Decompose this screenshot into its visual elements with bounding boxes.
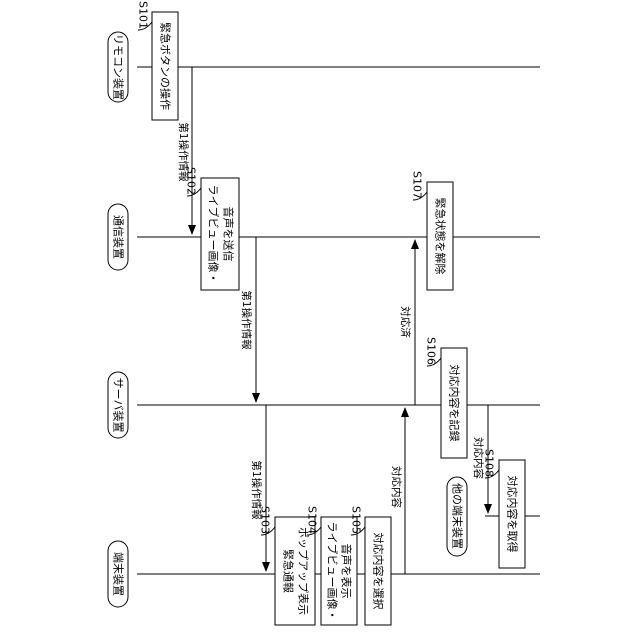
entity-label-server: サーバ装置: [112, 378, 125, 433]
entity-label-remote: リモコン装置: [112, 34, 125, 100]
entity-label-comm: 通信装置: [112, 215, 125, 259]
step-text-s105: 対応内容を選択: [372, 533, 386, 610]
step-s107: 緊急状態を解除 S107: [411, 171, 454, 290]
entity-server: サーバ装置: [108, 372, 128, 438]
step-text-s106: 対応内容を記録: [448, 365, 462, 442]
entity-terminal: 端末装置: [108, 541, 128, 607]
step-s106: 対応内容を記録 S106: [425, 337, 468, 458]
entity-other: 他の端末装置: [447, 477, 467, 556]
step-text-s108: 対応内容を取得: [506, 476, 520, 553]
step-id-s102: S102: [185, 167, 198, 195]
message-label-m2: 第1操作情報: [240, 290, 253, 350]
entity-label-terminal: 端末装置: [112, 552, 126, 596]
step-id-s105: S105: [350, 506, 363, 534]
message-label-m5: 対応済: [399, 306, 412, 338]
entity-comm: 通信装置: [108, 204, 128, 270]
step-id-s101: S101: [137, 1, 150, 29]
step-text-s104-line1: ライブビュー画像・: [326, 522, 340, 621]
step-id-s108: S108: [483, 449, 496, 477]
step-s102: ライブビュー画像・ 音声を送信 S102: [185, 167, 240, 290]
message-label-m4: 対応内容: [390, 466, 403, 508]
step-text-s104-line2: 音声を表示: [340, 544, 354, 599]
entity-label-other: 他の端末装置: [451, 483, 465, 549]
step-text-s103-line1: 緊急通報: [282, 549, 296, 593]
step-text-s101: 緊急ボタンの操作: [159, 22, 173, 110]
step-text-s102-line1: ライブビュー画像・: [207, 185, 221, 284]
step-id-s104: S104: [306, 506, 319, 534]
step-text-s102-line2: 音声を送信: [222, 207, 236, 262]
step-text-s103-line2: ポップアップ表示: [297, 527, 311, 615]
step-s101: 緊急ボタンの操作 S101: [137, 1, 179, 120]
entity-remote: リモコン装置: [108, 32, 128, 102]
message-arrows: [192, 67, 488, 574]
lifelines: [137, 67, 540, 574]
step-s108: 対応内容を取得 S108: [483, 449, 526, 568]
step-text-s107: 緊急状態を解除: [434, 198, 448, 275]
step-id-s106: S106: [425, 337, 438, 365]
step-id-s107: S107: [411, 171, 424, 199]
step-id-s103: S103: [259, 506, 272, 534]
